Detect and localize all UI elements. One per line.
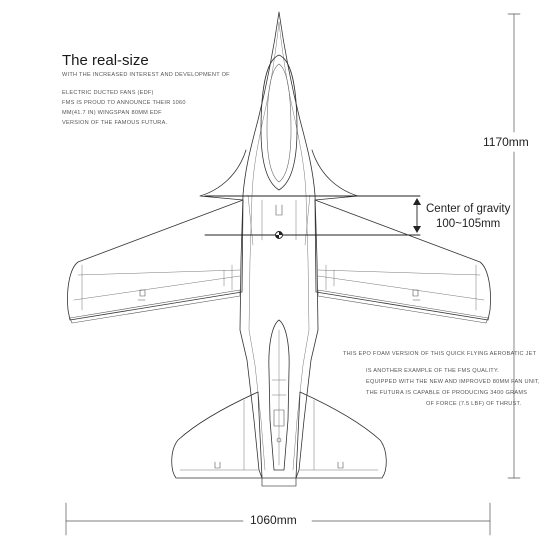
left-strake — [199, 149, 247, 201]
intro-line-5: VERSION OF THE FAMOUS FUTURA. — [62, 120, 168, 126]
detail-line-5: OF FORCE (7.5 LBF) OF THRUST. — [426, 401, 522, 407]
canopy — [260, 54, 298, 191]
detail-line-1: THIS EPO FOAM VERSION OF THIS QUICK FLYI… — [343, 351, 537, 357]
cg-range: 100~105mm — [436, 218, 501, 230]
detail-line-4: THE FUTURA IS CAPABLE OF PRODUCING 3400 … — [366, 390, 528, 396]
cg-label: Center of gravity — [426, 203, 511, 215]
right-aileron — [317, 289, 489, 324]
right-stabilizer — [295, 391, 387, 479]
intro-line-2: ELECTRIC DUCTED FANS (EDF) — [62, 90, 154, 96]
length-label: 1170mm — [483, 135, 529, 149]
left-aileron — [69, 289, 241, 324]
intro-line-1: WITH THE INCREASED INTEREST AND DEVELOPM… — [62, 72, 230, 78]
left-stabilizer — [171, 391, 263, 479]
fuselage-outline — [239, 11, 319, 479]
intro-line-3: FMS IS PROUD TO ANNOUNCE THEIR 1060 — [62, 100, 186, 106]
left-wing — [67, 199, 244, 321]
wingspan-dimension — [65, 502, 491, 536]
vertical-fin — [268, 319, 290, 471]
cg-marker — [204, 195, 421, 239]
intro-line-4: MM(41.7 IN) WINGSPAN 80MM EDF — [62, 110, 162, 116]
wingspan-label: 1060mm — [250, 513, 297, 527]
length-dimension — [507, 13, 521, 479]
detail-line-3: EQUIPPED WITH THE NEW AND IMPROVED 80MM … — [366, 379, 540, 385]
right-strake — [311, 149, 359, 201]
right-wing — [314, 199, 491, 321]
detail-line-2: IS ANOTHER EXAMPLE OF THE FMS QUALITY. — [366, 368, 500, 374]
page-title: The real-size — [62, 52, 149, 69]
